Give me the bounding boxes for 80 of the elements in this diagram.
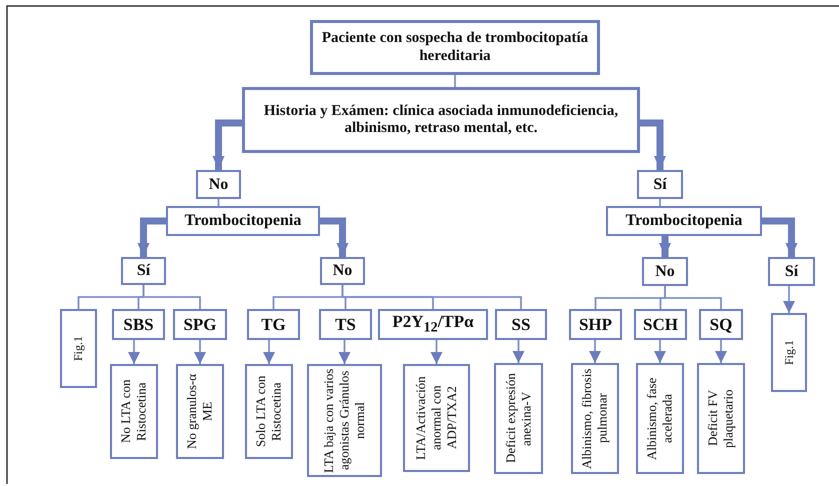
arrow bbox=[512, 340, 524, 363]
box bbox=[320, 257, 365, 285]
box bbox=[494, 363, 543, 474]
box-text: Albinismo, fase acelerada bbox=[644, 376, 676, 462]
box bbox=[569, 309, 622, 340]
box-text: Solo LTA con Ristocetina bbox=[253, 374, 285, 450]
box bbox=[642, 257, 688, 286]
arrow bbox=[783, 286, 795, 313]
box-text: Sí bbox=[653, 176, 667, 194]
box-text: Historia y Exámen: clínica asociada inmunodeficiencia, albinismo, retraso mental, etc. bbox=[262, 102, 620, 138]
arrow bbox=[128, 340, 140, 364]
arrow bbox=[138, 218, 166, 257]
connector-line bbox=[142, 285, 201, 309]
box-text: SBS bbox=[123, 314, 154, 334]
box-text: SQ bbox=[710, 314, 732, 334]
arrow bbox=[589, 340, 601, 363]
arrow bbox=[194, 340, 206, 364]
arrow bbox=[654, 340, 666, 363]
arrow bbox=[320, 218, 348, 257]
box bbox=[697, 363, 745, 474]
arrow bbox=[715, 340, 727, 363]
box bbox=[121, 257, 166, 285]
box bbox=[403, 364, 470, 472]
box bbox=[196, 170, 241, 199]
box-text: No LTA con Ristocetina bbox=[118, 378, 150, 446]
box bbox=[634, 309, 687, 340]
box bbox=[378, 309, 488, 340]
arrow bbox=[338, 340, 350, 364]
box bbox=[571, 363, 619, 474]
box bbox=[636, 363, 684, 474]
box-text: TS bbox=[335, 314, 356, 334]
box bbox=[310, 20, 600, 75]
box bbox=[60, 309, 97, 388]
box-text: Deficit expresión anexina-V bbox=[502, 372, 534, 466]
box-text: Albinismo, fibrosis pulmonar bbox=[579, 367, 611, 471]
box-text: SS bbox=[512, 314, 530, 334]
connector-line bbox=[454, 75, 456, 87]
box bbox=[771, 313, 807, 392]
box-text: Sí bbox=[784, 262, 798, 280]
connector-line bbox=[659, 199, 661, 206]
box-text: No bbox=[208, 176, 228, 194]
arrow bbox=[430, 340, 442, 364]
box bbox=[495, 309, 547, 340]
box-text: Fig.1 bbox=[782, 340, 796, 365]
box bbox=[112, 309, 165, 340]
box-text: P2Y$_{12}$/TPα bbox=[392, 312, 474, 337]
arrow bbox=[212, 120, 242, 170]
arrow bbox=[659, 236, 671, 257]
box bbox=[166, 206, 320, 236]
connector-line bbox=[664, 286, 722, 309]
box bbox=[319, 309, 372, 340]
box bbox=[606, 206, 762, 236]
arrow bbox=[640, 120, 666, 170]
box-text: SPG bbox=[183, 314, 217, 334]
box-text: Trombocitopenia bbox=[626, 212, 742, 230]
box-text: No bbox=[332, 262, 352, 280]
box-text: Paciente con sospecha de trombocitopatía hereditaria bbox=[320, 30, 590, 65]
box-text: Deficit FV plaquetario bbox=[705, 388, 737, 450]
box-text: TG bbox=[261, 314, 286, 334]
box bbox=[768, 257, 815, 286]
box-text: Trombocitopenia bbox=[184, 212, 302, 230]
box bbox=[307, 364, 382, 477]
box-text: LTA baja con varios agonistas Gránulos normal bbox=[321, 367, 368, 475]
box bbox=[110, 364, 158, 459]
box bbox=[176, 364, 224, 459]
box bbox=[173, 309, 227, 340]
box-text: Fig.1 bbox=[71, 336, 86, 361]
connector-line bbox=[218, 199, 220, 206]
box bbox=[247, 309, 300, 340]
box-text: No granulos-α ME bbox=[184, 372, 216, 452]
box-text: SCH bbox=[643, 314, 678, 334]
box-text: No bbox=[655, 262, 675, 280]
arrow bbox=[263, 340, 275, 364]
box-text: LTA/Activación anormal con ADP/TXA2 bbox=[413, 375, 460, 462]
box bbox=[245, 364, 293, 459]
box bbox=[242, 87, 640, 153]
box bbox=[699, 309, 743, 340]
box-text: Sí bbox=[136, 262, 150, 280]
box-text: SHP bbox=[578, 314, 612, 334]
box bbox=[637, 170, 683, 199]
